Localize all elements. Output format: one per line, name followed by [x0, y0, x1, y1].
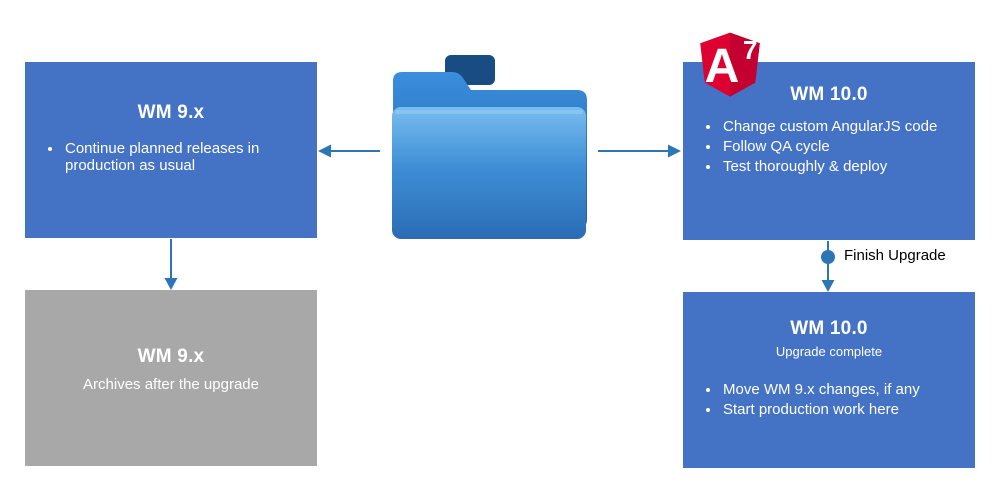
finish-upgrade-label: Finish Upgrade [844, 247, 946, 264]
folder-icon [392, 55, 587, 239]
bullet-item: Change custom AngularJS code [721, 118, 949, 135]
bullet-item: Move WM 9.x changes, if any [721, 381, 949, 398]
box-wm9-current: WM 9.x Continue planned releases in prod… [25, 62, 317, 238]
box-wm10-upgrade-title: WM 10.0 [790, 84, 868, 105]
angular-letter: A [705, 40, 740, 93]
arrow-folder-to-wm9 [318, 144, 380, 158]
angular-version: 7 [743, 35, 758, 65]
box-wm9-archive: WM 9.x Archives after the upgrade [25, 290, 317, 466]
box-wm10-complete-bullets: Move WM 9.x changes, if any Start produc… [683, 381, 975, 418]
bullet-item: Start production work here [721, 401, 949, 418]
box-wm9-current-bullets: Continue planned releases in production … [25, 140, 317, 174]
finish-upgrade-node [821, 250, 835, 264]
angular-logo-icon: A 7 [700, 32, 760, 97]
box-wm9-current-title: WM 9.x [137, 102, 205, 123]
arrow-wm9-to-archive [164, 239, 178, 290]
box-wm10-complete-subtitle: Upgrade complete [775, 344, 883, 359]
bullet-item: Continue planned releases in production … [63, 140, 291, 174]
box-wm10-upgrade-bullets: Change custom AngularJS code Follow QA c… [683, 118, 975, 175]
box-wm10-complete: WM 10.0 Upgrade complete Move WM 9.x cha… [683, 292, 975, 468]
box-wm9-archive-title: WM 9.x [137, 346, 205, 367]
bullet-item: Test thoroughly & deploy [721, 158, 949, 175]
arrow-wm10-to-complete [821, 241, 835, 292]
box-wm9-archive-subtitle: Archives after the upgrade [83, 376, 259, 393]
arrow-folder-to-wm10 [598, 144, 681, 158]
box-wm10-complete-title: WM 10.0 [790, 318, 868, 339]
bullet-item: Follow QA cycle [721, 138, 949, 155]
